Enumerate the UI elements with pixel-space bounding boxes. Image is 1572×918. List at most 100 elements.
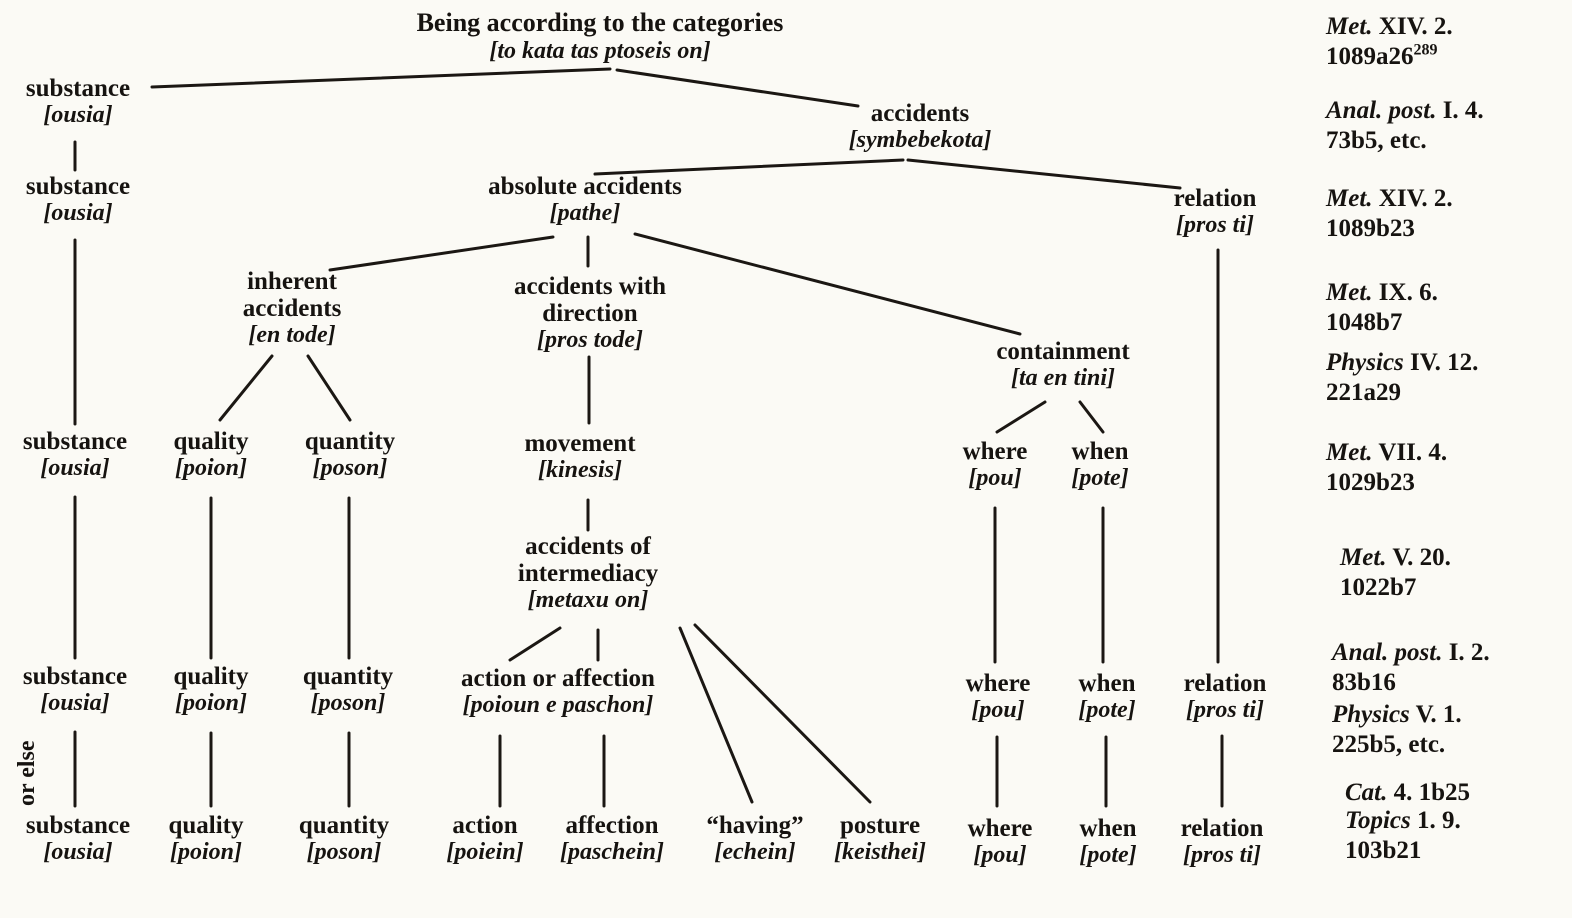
footnote-number: 289 bbox=[1413, 41, 1438, 59]
node-greek: [ousia] bbox=[40, 690, 110, 716]
reference-6: Met. VII. 4. 1029b23 bbox=[1326, 438, 1447, 498]
reference-line1: Met. XIV. 2. bbox=[1326, 13, 1453, 40]
node-quantity-2: quantity [poson] bbox=[303, 663, 393, 717]
node-label: movement bbox=[524, 430, 636, 457]
node-label: affection bbox=[565, 812, 659, 839]
node-greek: [ousia] bbox=[43, 839, 113, 865]
node-greek: [poson] bbox=[310, 690, 386, 716]
node-greek: [pote] bbox=[1079, 842, 1137, 868]
node-label: containment bbox=[996, 338, 1130, 365]
reference-line2: 225b5, etc. bbox=[1332, 731, 1446, 758]
node-action: action [poiein] bbox=[446, 812, 523, 866]
node-accidents-of-intermediacy: accidents of intermediacy [metaxu on] bbox=[518, 533, 658, 614]
node-quantity-3: quantity [poson] bbox=[299, 812, 389, 866]
reference-line2: 103b21 bbox=[1345, 837, 1422, 864]
node-substance-2: substance [ousia] bbox=[26, 173, 130, 227]
reference-1: Met. XIV. 2. 1089a26289 bbox=[1326, 12, 1453, 72]
node-label: when bbox=[1071, 438, 1129, 465]
node-label: quality bbox=[173, 428, 249, 455]
node-label: accidents bbox=[242, 295, 342, 322]
node-label: substance bbox=[25, 75, 131, 102]
reference-9: Physics V. 1. 225b5, etc. bbox=[1332, 700, 1462, 760]
node-substance-4: substance [ousia] bbox=[23, 663, 127, 717]
node-relation-3: relation [pros ti] bbox=[1181, 815, 1264, 869]
reference-line1: Met. V. 20. bbox=[1340, 544, 1451, 571]
node-label: accidents of bbox=[525, 533, 651, 560]
node-label: relation bbox=[1183, 670, 1267, 697]
reference-10: Cat. 4. 1b25 bbox=[1345, 778, 1470, 808]
node-label: “having” bbox=[706, 812, 804, 839]
node-greek: [poion] bbox=[175, 690, 247, 716]
node-greek: [pros ti] bbox=[1183, 842, 1261, 868]
node-label: when bbox=[1079, 815, 1137, 842]
node-label: intermediacy bbox=[517, 560, 659, 587]
node-containment: containment [ta en tini] bbox=[996, 338, 1129, 392]
node-greek: [poiein] bbox=[446, 839, 524, 865]
node-label: direction bbox=[542, 300, 638, 327]
node-label: absolute accidents bbox=[488, 173, 682, 200]
node-label: accidents with bbox=[513, 273, 667, 300]
node-greek: [paschein] bbox=[560, 839, 664, 865]
reference-line2: 221a29 bbox=[1326, 379, 1401, 406]
node-label: where bbox=[962, 438, 1028, 465]
node-greek: [ousia] bbox=[43, 102, 113, 128]
node-when-2: when [pote] bbox=[1078, 670, 1135, 724]
node-greek: [ta en tini] bbox=[1010, 365, 1116, 391]
reference-line2: 1089a26289 bbox=[1326, 41, 1438, 70]
node-label: Being according to the categories bbox=[416, 8, 784, 37]
node-being-title: Being according to the categories [to ka… bbox=[417, 8, 784, 66]
node-quality-2: quality [poion] bbox=[173, 663, 248, 717]
node-substance-1: substance [ousia] bbox=[26, 75, 130, 129]
node-substance-3: substance [ousia] bbox=[23, 428, 127, 482]
node-label: quality bbox=[168, 812, 244, 839]
reference-2: Anal. post. I. 4. 73b5, etc. bbox=[1326, 96, 1484, 156]
node-quality-1: quality [poion] bbox=[173, 428, 248, 482]
node-greek: [poion] bbox=[175, 455, 247, 481]
reference-line2: 1029b23 bbox=[1326, 469, 1415, 496]
node-label: where bbox=[967, 815, 1033, 842]
reference-line1: Physics IV. 12. bbox=[1326, 349, 1479, 376]
edges-vertical-chains bbox=[73, 140, 1224, 808]
node-having: “having” [echein] bbox=[706, 812, 803, 866]
node-when-1: when [pote] bbox=[1071, 438, 1128, 492]
node-absolute-accidents: absolute accidents [pathe] bbox=[488, 173, 682, 227]
node-label: substance bbox=[22, 663, 128, 690]
reference-line2: 1089b23 bbox=[1326, 215, 1415, 242]
node-greek: [pros tode] bbox=[537, 327, 643, 353]
node-label: posture bbox=[839, 812, 921, 839]
node-greek: [en tode] bbox=[248, 322, 336, 348]
reference-3: Met. XIV. 2. 1089b23 bbox=[1326, 184, 1453, 244]
node-label: substance bbox=[25, 812, 131, 839]
node-label: accidents bbox=[870, 100, 970, 127]
reference-line1: Met. XIV. 2. bbox=[1326, 185, 1453, 212]
node-label: when bbox=[1078, 670, 1136, 697]
node-where-2: where [pou] bbox=[966, 670, 1031, 724]
reference-4: Met. IX. 6. 1048b7 bbox=[1326, 278, 1438, 338]
node-label: action or affection bbox=[461, 665, 655, 692]
reference-line1: Cat. 4. 1b25 bbox=[1345, 779, 1471, 806]
reference-line1: Anal. post. I. 2. bbox=[1332, 639, 1490, 666]
node-label: substance bbox=[25, 173, 131, 200]
reference-line1: Topics 1. 9. bbox=[1345, 807, 1461, 834]
node-accidents: accidents [symbebekota] bbox=[849, 100, 992, 154]
node-label: action bbox=[452, 812, 518, 839]
node-when-3: when [pote] bbox=[1079, 815, 1136, 869]
or-else-label: or else bbox=[14, 740, 40, 806]
node-affection: affection [paschein] bbox=[560, 812, 664, 866]
reference-line1: Met. IX. 6. bbox=[1326, 279, 1438, 306]
node-label: quantity bbox=[304, 428, 396, 455]
node-greek: [echein] bbox=[714, 839, 796, 865]
node-greek: [poson] bbox=[306, 839, 382, 865]
node-relation-1: relation [pros ti] bbox=[1174, 185, 1257, 239]
reference-7: Met. V. 20. 1022b7 bbox=[1340, 543, 1451, 603]
node-label: inherent bbox=[247, 268, 337, 295]
node-substance-5: substance [ousia] bbox=[26, 812, 130, 866]
node-greek: [ousia] bbox=[43, 200, 113, 226]
edges-from-absolute-accidents bbox=[328, 232, 1022, 336]
node-label: relation bbox=[1180, 815, 1264, 842]
edges-from-containment bbox=[995, 400, 1105, 434]
node-greek: [pou] bbox=[973, 842, 1027, 868]
edges-from-action-or-affection bbox=[498, 734, 606, 808]
node-greek: [pathe] bbox=[549, 200, 621, 226]
node-quantity-1: quantity [poson] bbox=[305, 428, 395, 482]
